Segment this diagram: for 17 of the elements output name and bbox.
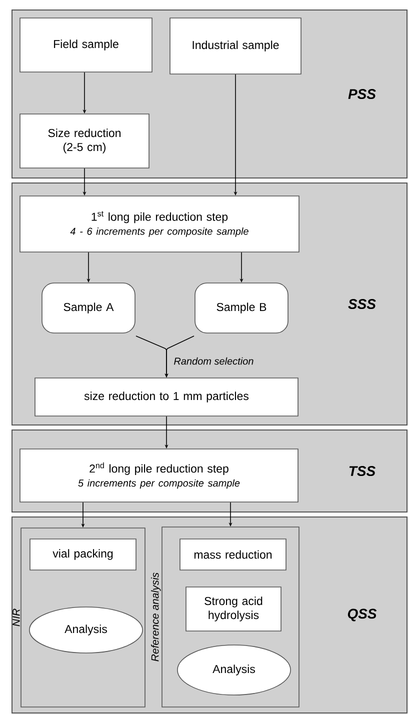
process-box: size reduction to 1 mm particles xyxy=(34,378,298,416)
stage-label: PSS xyxy=(348,89,376,99)
process-box: mass reduction xyxy=(180,538,286,570)
sample-box: Sample A xyxy=(42,282,136,334)
panel-label: Reference analysis xyxy=(151,572,161,662)
stage-label: SSS xyxy=(348,299,376,309)
process-box: Size reduction (2-5 cm) xyxy=(20,114,150,168)
process-box: Field sample xyxy=(20,18,152,72)
process-box: vial packing xyxy=(30,538,136,570)
sample-box: Sample B xyxy=(194,282,288,334)
process-box: 1$^{st}$ long pile reduction step 4 - 6 increments per composite sample xyxy=(20,196,300,252)
stage-label: TSS xyxy=(349,466,376,476)
process-box: Strong acid hydrolysis xyxy=(186,586,282,632)
panel-label: NIR xyxy=(12,608,20,626)
process-box: 2$^{nd}$ long pile reduction step 5 increments per composite sample xyxy=(20,448,298,502)
process-box: Industrial sample xyxy=(170,18,302,74)
stage-label: QSS xyxy=(348,608,377,622)
